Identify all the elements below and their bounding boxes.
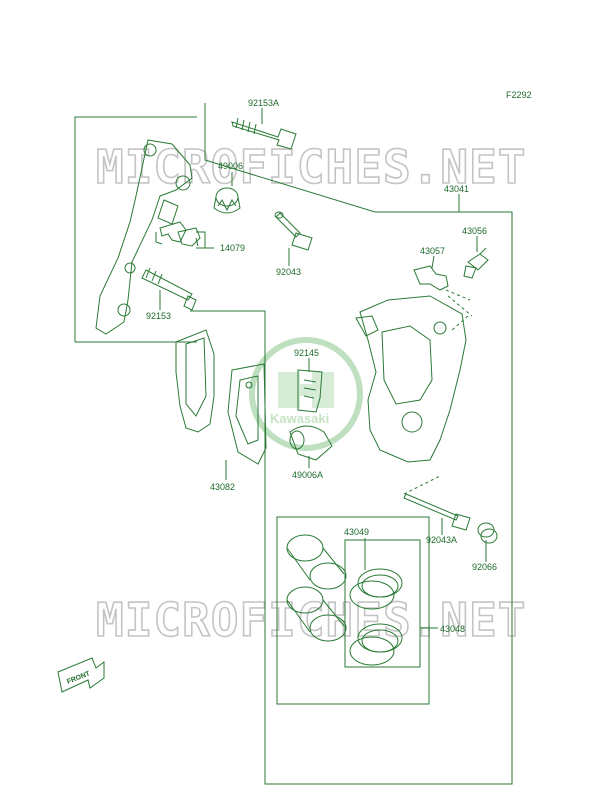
pad-spring-14079 [155,221,201,247]
front-arrow-icon: FRONT [57,657,105,693]
label-43056: 43056 [462,226,487,236]
piston-group-box [276,516,430,705]
brake-pads-43082 [175,329,267,465]
label-43082: 43082 [210,482,235,492]
label-92153A: 92153A [248,98,279,108]
boot-49006A [289,425,333,461]
pin-92043A [403,493,471,531]
pistons [286,534,347,642]
label-43057: 43057 [420,246,445,256]
label-92145: 92145 [294,348,319,358]
bolt-92153 [141,267,197,311]
leader-lines [159,108,487,629]
svg-text:Kawasaki: Kawasaki [270,411,329,426]
seal-group-box [344,539,421,668]
watermark-bottom: MICROFICHES.NET [96,593,526,647]
label-49006: 49006 [218,161,243,171]
label-14079: 14079 [220,243,245,253]
figure-code: F2292 [506,90,532,100]
bleeder-valve-43056 [463,247,489,279]
bleeder-cap-43057 [413,265,449,291]
label-43041: 43041 [444,184,469,194]
label-92043A: 92043A [426,535,457,545]
svg-text:FRONT: FRONT [66,670,92,686]
label-92043: 92043 [276,267,301,277]
cap-92066 [477,522,498,544]
pin-92043 [274,211,313,251]
label-43049: 43049 [344,527,369,537]
caliper-group-box [190,103,513,785]
boot-49006 [213,187,241,214]
bolt-92153A [231,117,297,150]
label-43048: 43048 [440,624,465,634]
label-92066: 92066 [472,562,497,572]
caliper-body [355,295,467,463]
label-49006A: 49006A [292,470,323,480]
piston-seals [349,568,403,666]
spring-92145 [297,369,323,413]
watermark-top: MICROFICHES.NET [96,140,526,194]
label-92153: 92153 [146,311,171,321]
